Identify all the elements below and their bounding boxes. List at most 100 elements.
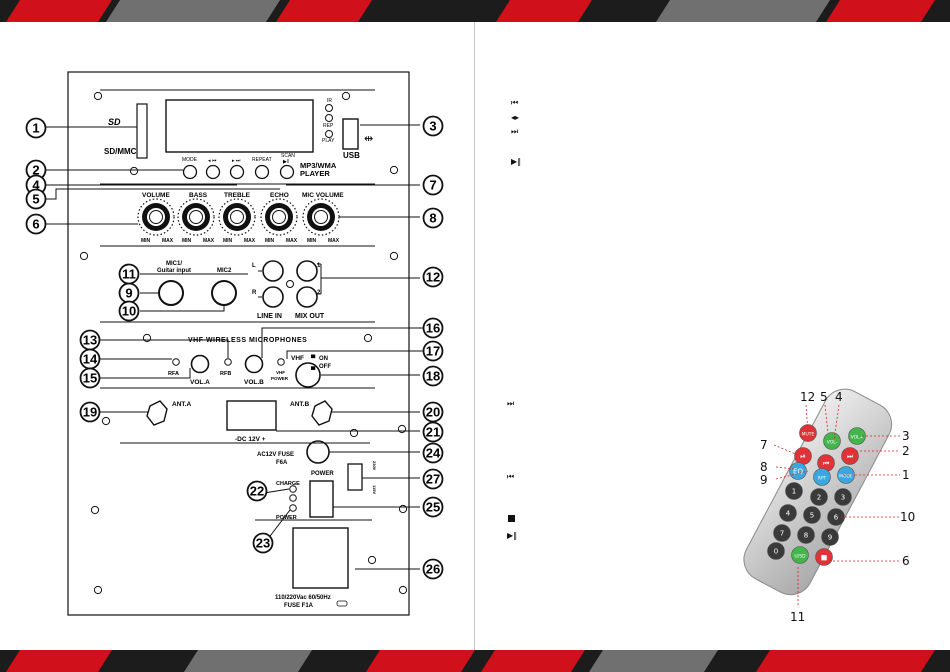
- svg-text:MAX: MAX: [162, 238, 174, 244]
- svg-text:17: 17: [426, 344, 440, 359]
- vhf-label: VHF: [291, 355, 304, 362]
- svg-text:RPT: RPT: [818, 476, 827, 482]
- callout-17: 17: [422, 340, 444, 362]
- footer-band-graphic: [0, 650, 950, 672]
- fuse-label-line2: F6A: [276, 460, 288, 466]
- callout-25: 25: [422, 496, 444, 518]
- fuse-label-line1: AC12V FUSE: [257, 452, 294, 458]
- vhf-title: VHF WIRELESS MICROPHONES: [188, 337, 307, 344]
- player-title-line1: MP3/WMA: [300, 161, 337, 170]
- charge-label: CHARGE: [276, 481, 300, 487]
- callout-1: 1: [25, 117, 47, 139]
- svg-text:■: ■: [821, 554, 828, 562]
- knob-label-treble: TREBLE: [224, 192, 251, 199]
- svg-text:18: 18: [426, 369, 440, 384]
- prev-next-icon: ◂▸: [511, 113, 519, 122]
- svg-text:VOL-: VOL-: [827, 440, 838, 446]
- remote-callout-12: 12: [800, 390, 815, 404]
- svg-text:VOL+: VOL+: [851, 435, 864, 441]
- svg-text:0: 0: [774, 548, 778, 556]
- prev-track-icon: ⏮: [511, 98, 518, 107]
- ac-inlet: [292, 527, 349, 589]
- page-divider: [474, 22, 475, 650]
- svg-text:5: 5: [810, 512, 814, 520]
- player-title-line2: PLAYER: [300, 169, 330, 178]
- svg-text:20: 20: [426, 405, 440, 420]
- callout-20: 20: [422, 401, 444, 423]
- rep-label: REP: [323, 123, 334, 129]
- vhf-power-led: [277, 358, 285, 366]
- led-middle: [289, 494, 297, 502]
- fuse-icon: [336, 600, 348, 607]
- icon-list: ⏮ ◂▸ ⏭ ▶‖ ⏭ ⏮ ▶‖: [507, 98, 521, 540]
- svg-text:MUTE: MUTE: [802, 432, 815, 438]
- svg-text:7: 7: [429, 178, 436, 193]
- svg-text:13: 13: [83, 333, 97, 348]
- svg-text:MIN: MIN: [141, 238, 151, 244]
- callout-26: 26: [422, 558, 444, 580]
- svg-text:MIN: MIN: [307, 238, 317, 244]
- svg-text:1: 1: [32, 121, 39, 136]
- ant-a-label: ANT.A: [172, 401, 191, 408]
- rfa-label: RFA: [168, 371, 179, 377]
- svg-text:11: 11: [122, 267, 136, 282]
- callout-5: 5: [25, 188, 47, 210]
- svg-text:2: 2: [817, 494, 821, 502]
- vhf-power-line2: POWER: [271, 376, 289, 381]
- power-led-label: POWER: [276, 515, 297, 521]
- svg-text:12: 12: [426, 270, 440, 285]
- play-pause-icon: ▶‖: [511, 157, 521, 166]
- callout-21: 21: [422, 421, 444, 443]
- mix-out-1-label: 1: [317, 263, 321, 269]
- rfb-label: RFB: [220, 371, 231, 377]
- next-track-icon: ⏭: [507, 399, 514, 408]
- svg-text:4: 4: [32, 178, 40, 193]
- power-switch: [309, 480, 334, 518]
- mix-out-2-label: 2: [317, 290, 321, 296]
- 115v-label: 115V: [372, 485, 377, 494]
- svg-text:MIN: MIN: [223, 238, 233, 244]
- svg-text:16: 16: [426, 321, 440, 336]
- remote-callout-4: 4: [835, 390, 843, 404]
- play-label: PLAY: [322, 138, 335, 144]
- key-play-pause: ⏯: [794, 447, 812, 465]
- display-window: [165, 99, 314, 153]
- key-stop: ■: [815, 548, 833, 566]
- vol-b-knob: [244, 354, 264, 374]
- svg-text:6: 6: [834, 514, 839, 522]
- svg-text:MAX: MAX: [244, 238, 256, 244]
- dc-label: -DC 12V +: [235, 436, 266, 443]
- vhf-power-line1: VHF: [276, 370, 285, 375]
- svg-text:3: 3: [841, 494, 845, 502]
- mains-label-line2: FUSE F1A: [284, 603, 314, 609]
- svg-text:22: 22: [250, 484, 264, 499]
- power-switch-label: POWER: [311, 471, 334, 477]
- svg-text:19: 19: [83, 405, 97, 420]
- sd-slot: [136, 103, 148, 159]
- svg-text:MAX: MAX: [328, 238, 340, 244]
- rfa-led: [172, 358, 180, 366]
- antenna-a-connector: [146, 400, 168, 426]
- svg-text:21: 21: [426, 425, 440, 440]
- svg-text:4: 4: [786, 510, 791, 518]
- svg-text:7: 7: [780, 530, 784, 538]
- line-in-label: LINE IN: [257, 313, 282, 320]
- repeat-label: REPEAT: [252, 157, 272, 163]
- remote-callout-5: 5: [820, 390, 828, 404]
- svg-text:14: 14: [83, 352, 98, 367]
- key-digit-4: 4: [779, 504, 797, 522]
- off-label: OFF: [319, 364, 331, 370]
- callout-15: 15: [79, 367, 101, 389]
- svg-text:MAX: MAX: [286, 238, 298, 244]
- callout-8: 8: [422, 207, 444, 229]
- key-vol-plus: VOL+: [848, 427, 866, 445]
- remote-callout-7: 7: [760, 438, 768, 452]
- key-digit-3: 3: [834, 488, 852, 506]
- prev-track-icon: ⏮: [507, 472, 514, 481]
- key-prev: ⏮: [817, 454, 835, 472]
- svg-text:⏭: ⏭: [847, 453, 854, 461]
- callout-6: 6: [25, 213, 47, 235]
- key-digit-2: 2: [810, 488, 828, 506]
